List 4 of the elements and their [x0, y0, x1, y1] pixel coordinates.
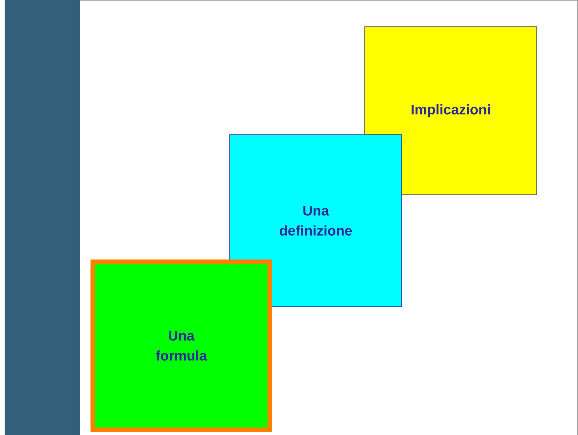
text-box: Implicazioni: [364, 26, 538, 196]
text-box: Una definizione: [230, 134, 402, 308]
text-box: Una formula: [90, 260, 272, 432]
side-band: [4, 0, 80, 435]
